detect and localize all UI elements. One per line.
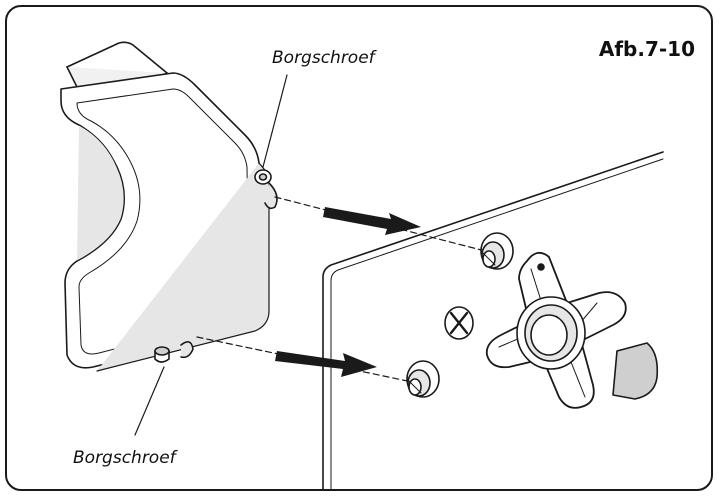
removal-arrow-bottom [275, 351, 377, 377]
star-knob [485, 251, 659, 409]
phillips-screw-head [444, 306, 474, 340]
leader-line-bottom [134, 366, 165, 436]
figure-frame: Afb.7-10 Borgschroef Borgschroef [5, 5, 713, 491]
side-cover-plate [60, 41, 270, 372]
removal-arrow-top [323, 207, 421, 235]
assembly-diagram [60, 41, 664, 489]
machine-panel [322, 151, 664, 489]
callout-label-bottom-screw: Borgschroef [73, 448, 176, 468]
leader-line-top [262, 74, 288, 168]
figure-title: Afb.7-10 [598, 37, 695, 61]
locking-screw-bottom [154, 341, 194, 363]
mounting-boss-top [480, 232, 514, 270]
mounting-boss-bottom [406, 360, 440, 398]
callout-label-top-screw: Borgschroef [272, 48, 375, 68]
locking-screw-top [254, 169, 278, 210]
